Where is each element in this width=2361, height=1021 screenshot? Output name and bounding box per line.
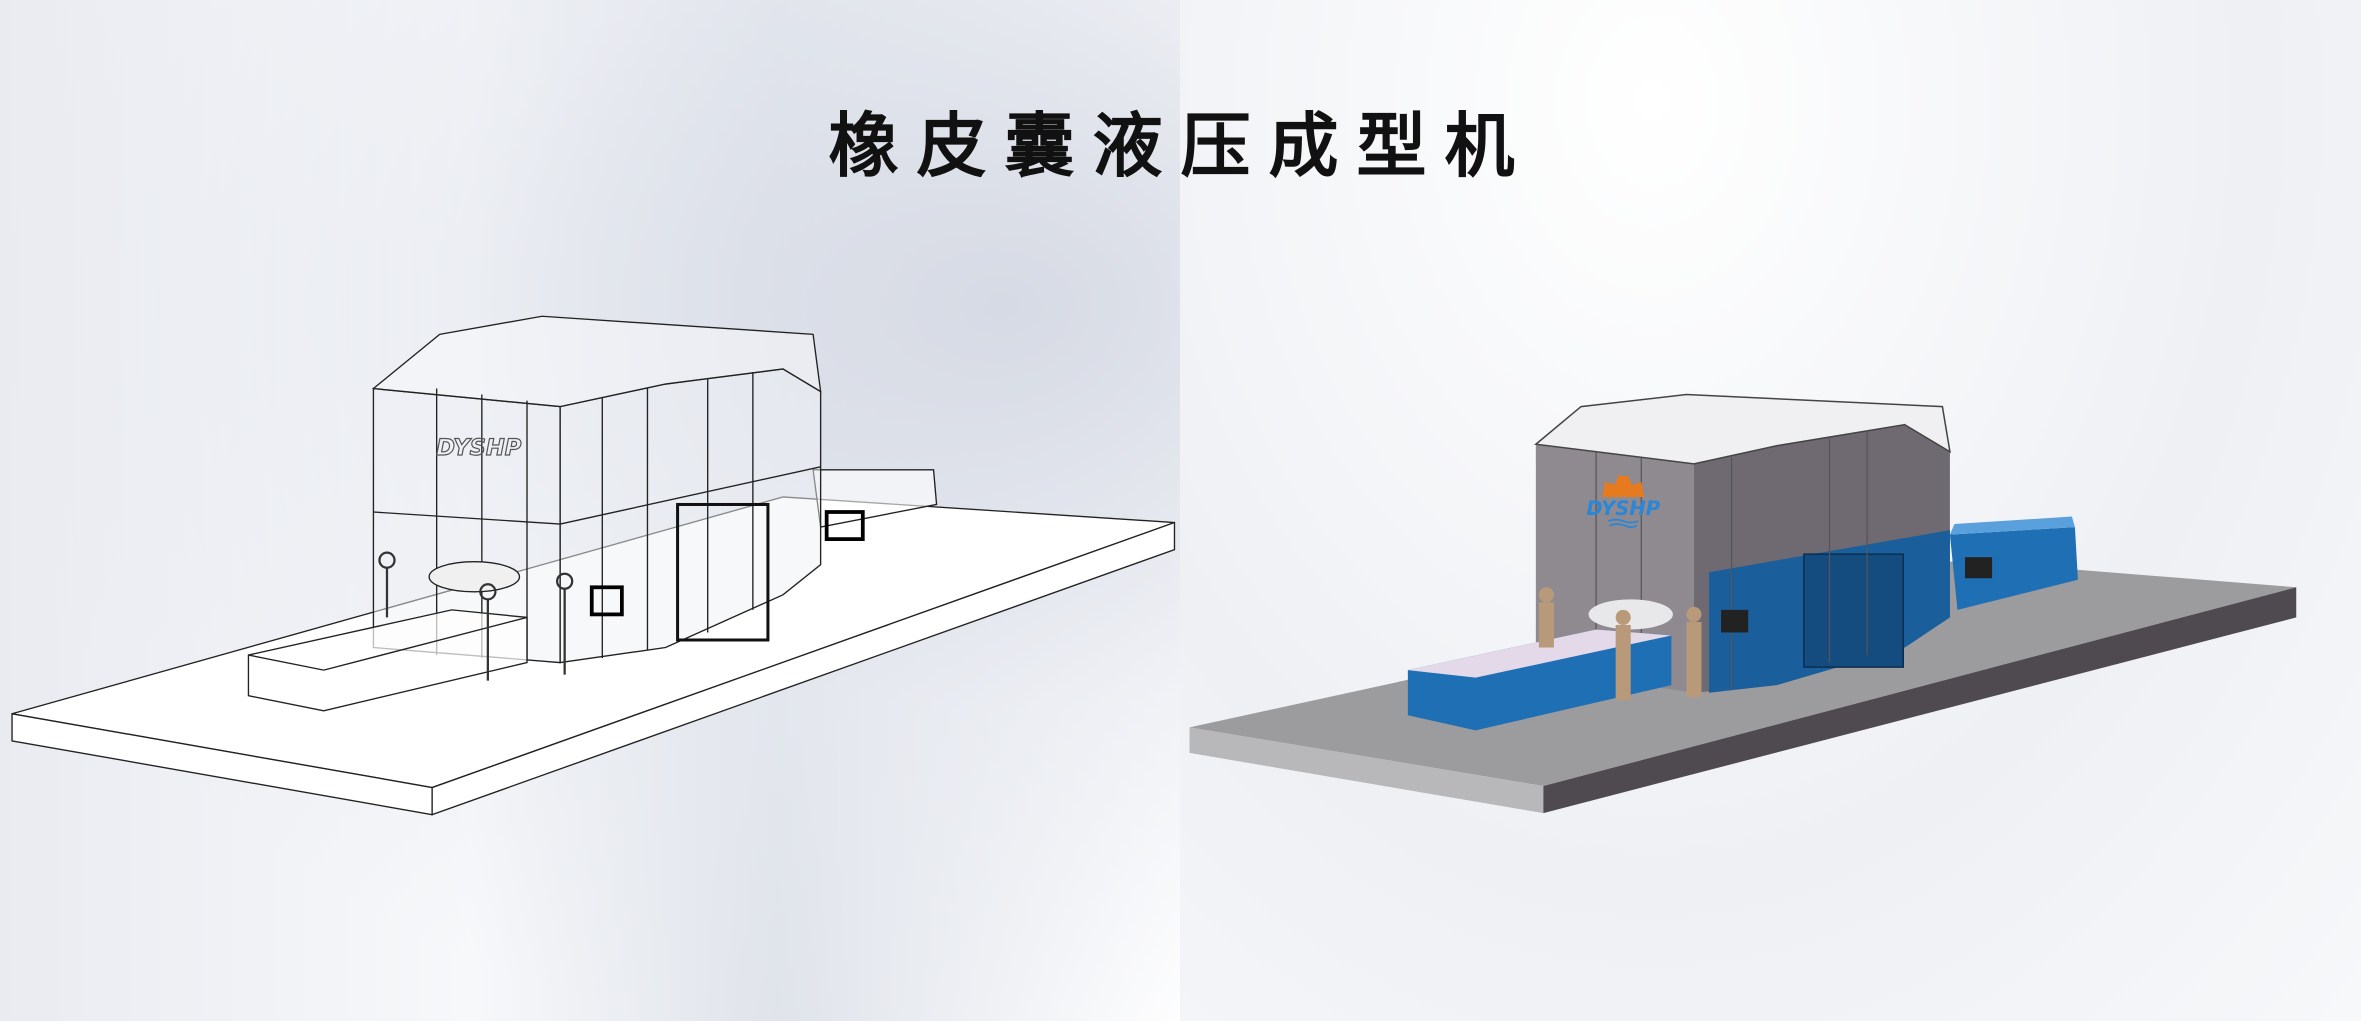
logo-text: DYSHP [1586, 497, 1660, 520]
logo: DYSHP [1586, 475, 1661, 528]
wire-logo: DYSHP [436, 434, 523, 461]
building-front [1535, 444, 1694, 693]
wire-building-roof [371, 315, 822, 408]
slab-front [1189, 727, 1544, 814]
svg-text:DYSHP: DYSHP [436, 435, 521, 461]
shaded-view: DYSHP [1189, 393, 2297, 814]
wire-slab-side [431, 521, 1176, 816]
wireframe-view: DYSHP [11, 315, 1176, 816]
building-roof [1534, 393, 1951, 465]
slab-side [1543, 587, 2297, 814]
logo-gear-icon [1602, 475, 1645, 497]
page-title: 橡皮囊液压成型机 [828, 105, 1533, 187]
